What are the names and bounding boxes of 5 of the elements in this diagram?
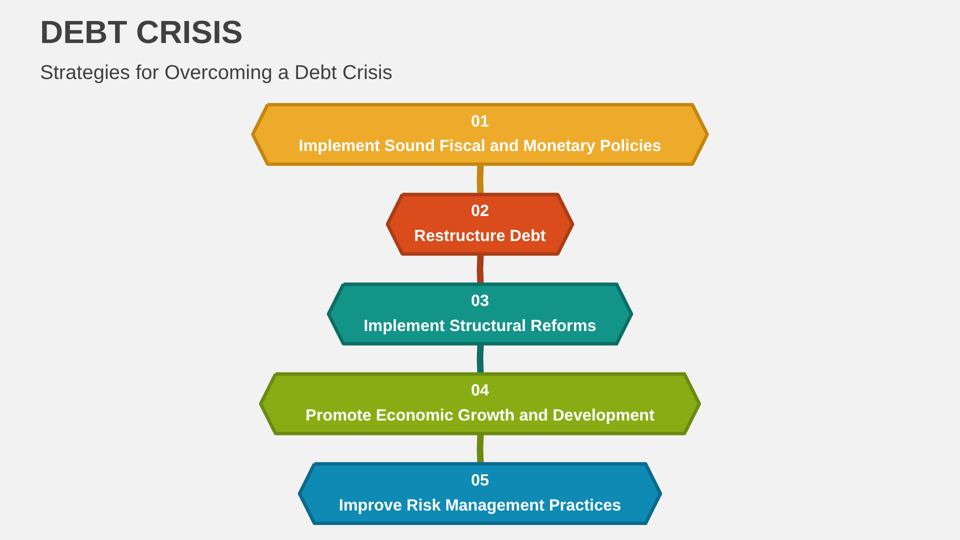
- connector: [476, 344, 484, 375]
- title: DEBT CRISIS: [40, 14, 243, 51]
- connector: [476, 434, 484, 464]
- connector: [476, 254, 484, 285]
- subtitle: Strategies for Overcoming a Debt Crisis: [40, 62, 392, 85]
